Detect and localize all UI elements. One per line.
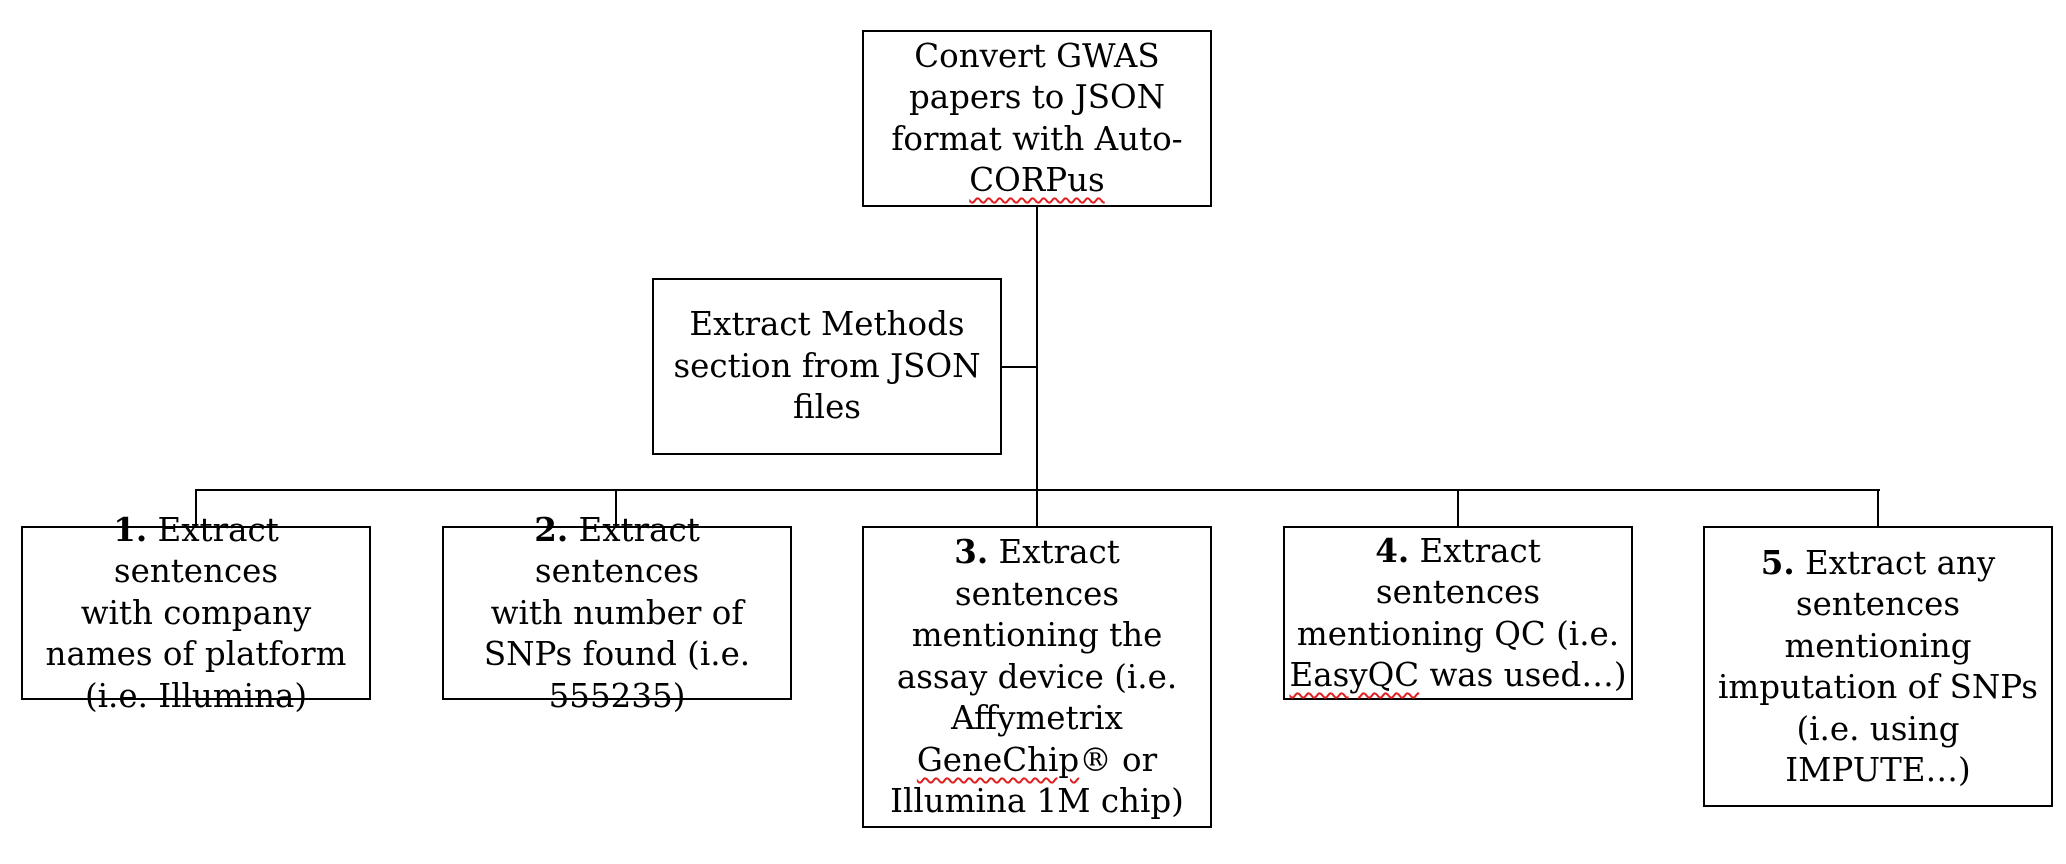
step-2-line-3: SNPs found (i.e. [483,635,751,674]
step-5-line-1: Extract any [1794,543,1996,582]
step-4-line-2: mentioning QC (i.e. [1296,614,1620,653]
step-3-line-6: Illumina 1M chip) [890,782,1184,821]
step-3-box: 3. Extract sentences mentioning the assa… [862,526,1212,828]
convert-gwas-line-1: Convert GWAS [914,36,1160,75]
extract-methods-line-1: Extract Methods [689,305,965,344]
step-2-line-2: with number of [490,593,744,632]
step-4-line-1: Extract sentences [1375,531,1541,612]
connector-methods [1001,366,1038,368]
convert-gwas-line-3: format with Auto- [891,119,1183,158]
step-5-line-3: mentioning [1784,626,1972,665]
step-3-line-3: assay device (i.e. [896,657,1178,696]
connector-drop-1 [195,489,197,527]
step-2-line-1: Extract sentences [534,510,700,591]
step-5-line-6: IMPUTE…) [1785,751,1971,789]
step-5-number: 5. [1760,542,1795,582]
convert-gwas-line-2: papers to JSON [908,78,1166,116]
step-3-number: 3. [954,532,989,572]
extract-methods-line-3: files [793,388,861,427]
step-2-number: 2. [534,509,569,549]
step-1-line-3: names of platform [45,635,347,674]
step-4-text: 4. Extract sentences mentioning QC (i.e.… [1289,530,1627,697]
step-4-line-3-b: was used…) [1419,656,1627,694]
step-2-text: 2. Extract sentences with number of SNPs… [448,509,786,718]
connector-bus [195,489,1880,491]
extract-methods-line-2: section from JSON [673,346,981,385]
step-1-text: 1. Extract sentences with company names … [27,509,365,718]
step-3-line-4: Affymetrix [951,699,1123,738]
step-3-line-1: Extract sentences [954,533,1120,613]
step-5-text: 5. Extract any sentences mentioning impu… [1718,542,2038,792]
convert-gwas-line-4: CORPus [969,161,1105,199]
connector-drop-5 [1877,489,1879,527]
step-4-box: 4. Extract sentences mentioning QC (i.e.… [1283,526,1633,700]
step-1-line-2: with company [80,593,312,632]
step-4-line-3-a: EasyQC [1289,656,1420,694]
connector-drop-4 [1457,489,1459,527]
convert-gwas-text: Convert GWAS papers to JSON format with … [891,36,1182,202]
step-3-line-2: mentioning the [911,616,1163,655]
step-5-line-5: (i.e. using [1796,709,1960,748]
step-1-line-1: Extract sentences [113,510,279,591]
step-2-box: 2. Extract sentences with number of SNPs… [442,510,792,715]
step-5-line-2: sentences [1795,585,1961,623]
convert-gwas-box: Convert GWAS papers to JSON format with … [862,30,1212,207]
connector-drop-2 [615,489,617,527]
step-3-line-5-a: GeneChip [916,740,1080,779]
step-5-box: 5. Extract any sentences mentioning impu… [1703,526,2053,807]
step-3-line-5-b: ® or [1079,740,1158,779]
extract-methods-box: Extract Methods section from JSON files [652,278,1002,455]
step-4-number: 4. [1375,530,1410,570]
step-2-line-4: 555235) [548,676,686,715]
step-1-number: 1. [113,509,148,549]
step-1-box: 1. Extract sentences with company names … [21,510,371,715]
step-1-line-4: (i.e. Illumina) [84,676,308,715]
step-5-line-4: imputation of SNPs [1718,668,2038,706]
step-3-text: 3. Extract sentences mentioning the assa… [868,531,1206,823]
extract-methods-text: Extract Methods section from JSON files [673,304,980,429]
